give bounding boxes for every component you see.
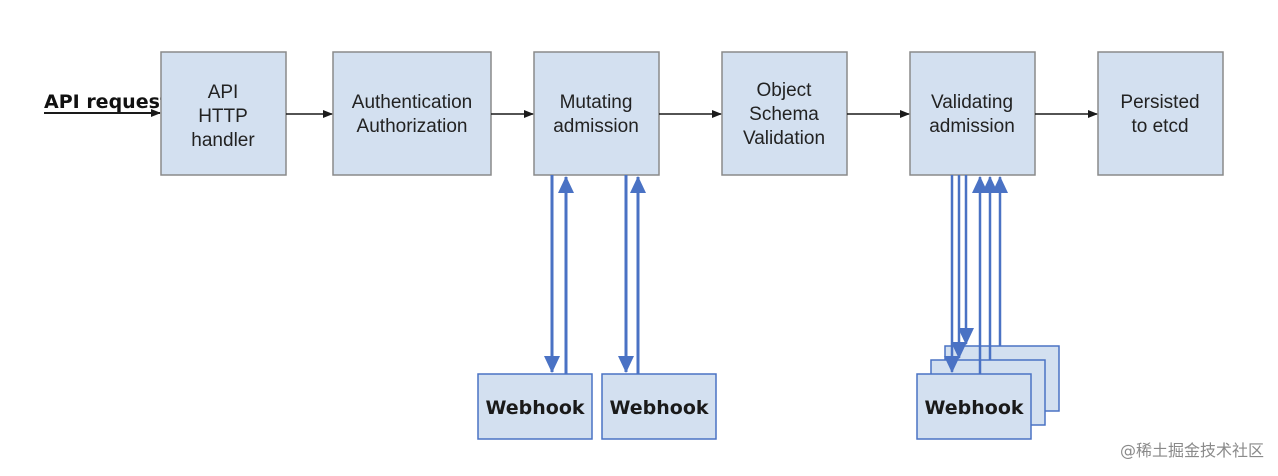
mutating-admission-box: Mutating admission (533, 51, 660, 176)
watermark-text: @稀土掘金技术社区 (1120, 441, 1264, 460)
validating-webhook-box: Webhook (916, 373, 1032, 440)
mutating-admission-label-1: Mutating (560, 92, 633, 113)
validating-admission-label-2: admission (929, 116, 1015, 137)
authentication-authorization-box: Authentication Authorization (332, 51, 492, 176)
mutating-webhook-1-box: Webhook (477, 373, 593, 440)
validating-webhook-label: Webhook (924, 397, 1023, 419)
validating-admission-box: Validating admission (909, 51, 1036, 176)
api-http-handler-label-2: HTTP (198, 106, 248, 127)
persisted-to-etcd-label-2: to etcd (1131, 116, 1188, 137)
object-schema-validation-label-1: Object (757, 80, 813, 101)
object-schema-validation-box: Object Schema Validation (721, 51, 848, 176)
object-schema-validation-label-3: Validation (743, 128, 825, 149)
mutating-webhook-2-label: Webhook (609, 397, 708, 419)
object-schema-validation-label-2: Schema (749, 104, 819, 125)
authorization-label: Authorization (357, 116, 468, 137)
mutating-webhook-2-box: Webhook (601, 373, 717, 440)
mutating-webhook-1-label: Webhook (485, 397, 584, 419)
validating-admission-label-1: Validating (931, 92, 1013, 113)
mutating-admission-label-2: admission (553, 116, 639, 137)
persisted-to-etcd-box: Persisted to etcd (1097, 51, 1224, 176)
persisted-to-etcd-label-1: Persisted (1120, 92, 1199, 113)
api-http-handler-label-1: API (208, 82, 239, 103)
authentication-label: Authentication (352, 92, 472, 113)
api-request-label: API request (44, 91, 169, 113)
api-http-handler-box: API HTTP handler (160, 51, 287, 176)
api-http-handler-label-3: handler (191, 130, 255, 151)
